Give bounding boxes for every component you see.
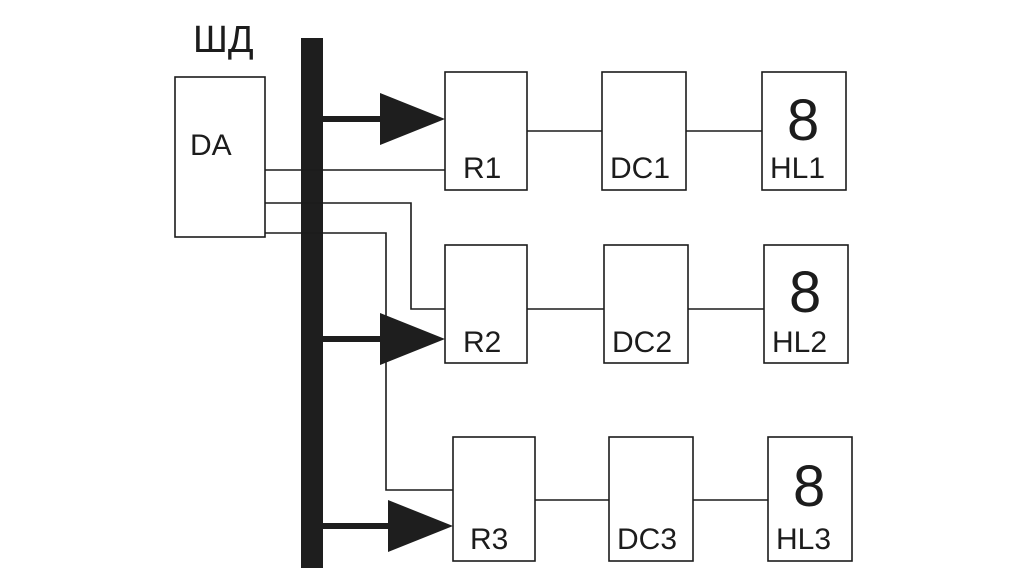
indicator-hl1-label: HL1	[770, 152, 825, 185]
bus-label: ШД	[193, 19, 254, 61]
decoder-dc3-block	[608, 436, 694, 562]
indicator-hl2-label: HL2	[772, 326, 827, 359]
register-r2-block	[444, 244, 528, 364]
data-arrow-r3-head	[388, 500, 453, 552]
control-wire-r3	[265, 232, 453, 491]
controller-da-block	[174, 76, 266, 238]
register-r1-label: R1	[463, 152, 501, 185]
indicator-hl1-digit: 8	[787, 88, 819, 153]
data-arrow-r2-head	[380, 313, 445, 365]
register-r3-block	[452, 436, 536, 562]
indicator-hl3-label: HL3	[776, 523, 831, 556]
indicator-hl2-block	[763, 244, 849, 364]
register-r2-label: R2	[463, 326, 501, 359]
control-wire-r2	[265, 202, 445, 310]
indicator-hl1-block	[761, 71, 847, 191]
register-r1-block	[444, 71, 528, 191]
indicator-hl2-digit: 8	[789, 260, 821, 325]
register-r3-label: R3	[470, 523, 508, 556]
decoder-dc3-label: DC3	[617, 523, 677, 556]
indicator-hl3-block	[767, 436, 853, 562]
data-bus	[301, 38, 323, 568]
controller-label: DA	[190, 129, 232, 162]
decoder-dc2-label: DC2	[612, 326, 672, 359]
indicator-hl3-digit: 8	[793, 454, 825, 519]
decoder-dc1-label: DC1	[610, 152, 670, 185]
decoder-dc1-block	[601, 71, 687, 191]
data-arrow-r1-head	[380, 93, 445, 145]
decoder-dc2-block	[603, 244, 689, 364]
